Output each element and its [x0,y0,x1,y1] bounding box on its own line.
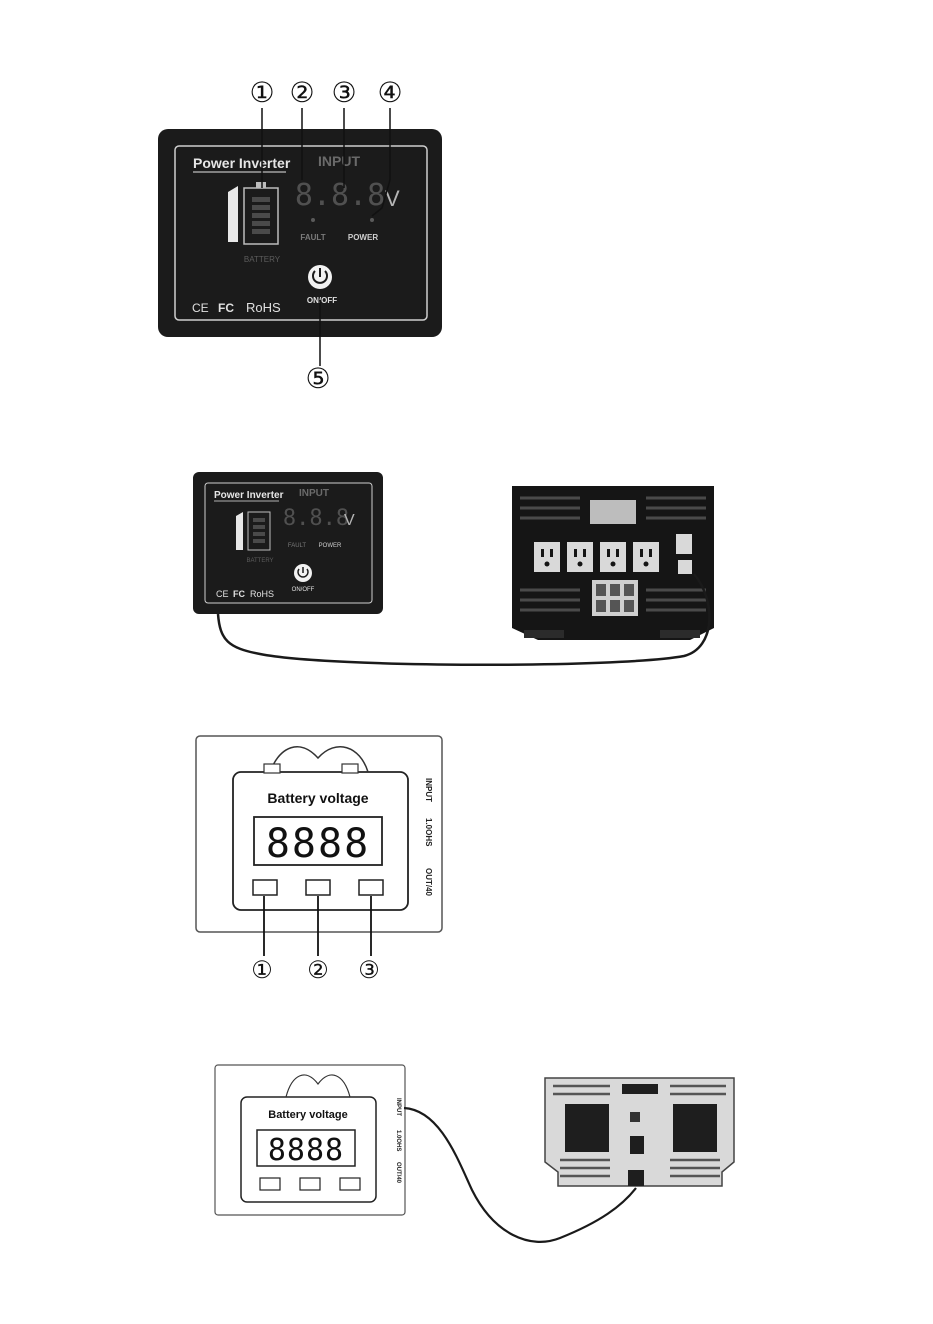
voltmeter-button-3[interactable] [359,880,383,895]
inverter-label-plate [590,500,636,524]
voltmeter-side-label-3: OUT/40 [424,868,433,897]
panel-fault-label: FAULT [300,233,325,242]
battery-bar-3 [252,213,270,218]
voltmeter-button-1[interactable] [253,880,277,895]
remote-panel-callouts: ① ② ③ ④ ⑤ Power Inverter INPUT BATTERY 8… [158,77,442,394]
remote-port [678,560,692,574]
voltmeter-side-label-2: 1.0OHS [424,818,433,847]
voltmeter2-side-label-3: OUT/40 [395,1162,401,1184]
callout-5: ⑤ [305,363,330,394]
small-battery-bar-3 [253,532,265,536]
voltmeter-callout-3: ③ [358,957,380,984]
voltmeter-display: 8888 [266,821,370,867]
ac-outlet-3 [600,542,626,572]
battery-bar-1 [252,197,270,202]
voltmeter-side-label-1: INPUT [424,778,433,802]
small-battery-bar-1 [253,518,265,522]
cert-ce-mark: CE [192,301,209,315]
universal-socket-right [673,1104,717,1152]
small-cert-ce: CE [216,589,229,599]
small-battery-wedge [236,512,243,550]
voltmeter2-button-1[interactable] [260,1178,280,1190]
voltmeter-tab-right [342,764,358,773]
panel-input-label: INPUT [318,153,360,169]
battery-voltage-remote-callouts: Battery voltage 8888 INPUT 1.0OHS OUT/40… [196,736,442,984]
panel-battery-label: BATTERY [244,255,281,264]
small-panel-input-label: INPUT [299,488,329,499]
battery-cap [256,182,266,188]
voltmeter2-button-2[interactable] [300,1178,320,1190]
inverter-dark-illustration [512,486,714,640]
small-battery-bar-4 [253,539,265,543]
fault-led [311,218,315,222]
small-panel-power-label: POWER [319,543,342,549]
callout-3: ③ [331,77,356,108]
callout-4: ④ [377,77,402,108]
inverter-light-illustration [545,1078,734,1186]
voltmeter2-button-3[interactable] [340,1178,360,1190]
small-panel-battery-label: BATTERY [246,558,273,564]
voltmeter-title: Battery voltage [267,790,368,806]
battery-voltage-remote-connection: Battery voltage 8888 INPUT 1.0OHS OUT/40 [215,1065,734,1242]
remote-to-inverter-connection: Power Inverter INPUT BATTERY 8.8.8 V FAU… [193,472,714,665]
small-panel-display: 8.8.8 [283,506,349,531]
small-cert-fc: FC [233,589,245,599]
voltmeter2-side-label-1: INPUT [395,1098,401,1116]
battery-bar-4 [252,221,270,226]
power-led [370,218,374,222]
inverter-switch [676,534,692,554]
cert-fc-mark: FC [218,301,234,315]
voltmeter2-title: Battery voltage [268,1109,347,1121]
small-panel-unit: V [344,512,355,529]
small-panel-brand: Power Inverter [214,490,284,501]
voltmeter2-side-label-2: 1.0OHS [395,1130,401,1151]
ac-outlet-2 [567,542,593,572]
panel-power-label: POWER [348,233,378,242]
callout-2: ② [289,77,314,108]
small-battery-bar-2 [253,525,265,529]
battery-bar-5 [252,229,270,234]
universal-socket-left [565,1104,609,1152]
ac-outlet-4 [633,542,659,572]
callout-1: ① [249,77,274,108]
panel-onoff-label: ON/OFF [307,296,337,305]
small-panel-fault-label: FAULT [288,543,307,549]
voltmeter-callout-2: ② [307,957,329,984]
voltmeter-button-2[interactable] [306,880,330,895]
battery-wedge [228,186,238,242]
ac-outlet-1 [534,542,560,572]
voltmeter-callout-1: ① [251,957,273,984]
remote-port-light [628,1170,644,1186]
voltmeter-tab-left [264,764,280,773]
voltmeter2-display: 8888 [268,1133,344,1168]
battery-bar-2 [252,205,270,210]
cert-rohs-mark: RoHS [246,300,281,315]
small-cert-rohs: RoHS [250,589,274,599]
panel-brand: Power Inverter [193,155,291,171]
panel-display: 8.8.8 [295,178,385,213]
small-panel-onoff-label: ON/OFF [292,587,315,593]
